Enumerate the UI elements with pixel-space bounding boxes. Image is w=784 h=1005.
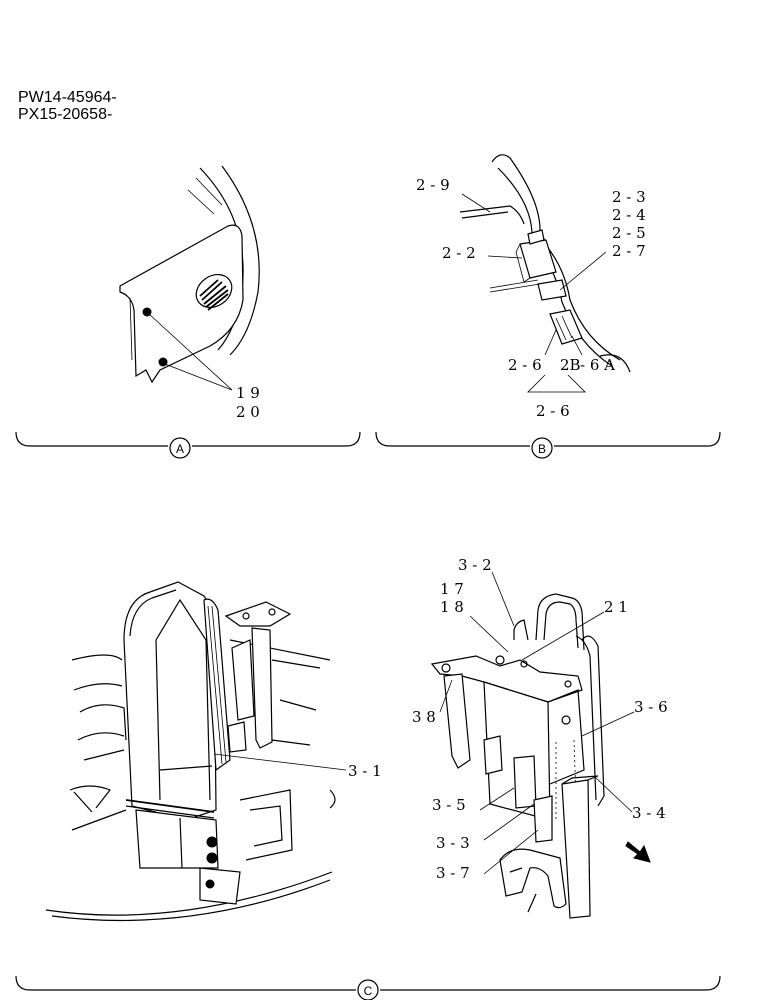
view-c-left-drawing bbox=[45, 581, 347, 922]
callout-c-3-2: 3 - 2 bbox=[458, 556, 492, 574]
serial-range-1: PW14-45964- bbox=[18, 89, 117, 106]
callout-b-2-5: 2 - 5 bbox=[612, 224, 646, 242]
callout-c-3-7: 3 - 7 bbox=[436, 864, 470, 882]
serial-range-2: PX15-20658- bbox=[18, 106, 112, 123]
view-b-marker bbox=[531, 437, 553, 459]
bolt-icon bbox=[206, 852, 218, 864]
view-a-marker bbox=[169, 437, 191, 459]
callout-c-17: 1 7 bbox=[440, 580, 464, 598]
fuse-holder bbox=[549, 309, 583, 345]
view-c-bracket bbox=[15, 975, 721, 991]
callout-c-3-1: 3 - 1 bbox=[348, 762, 382, 780]
callout-a-19: 1 9 bbox=[236, 384, 260, 402]
view-a-bracket bbox=[15, 431, 361, 447]
callout-c-3-3: 3 - 3 bbox=[436, 834, 470, 852]
view-c-right-drawing bbox=[430, 571, 651, 919]
view-c-label: C bbox=[364, 984, 373, 998]
callout-c-38: 3 8 bbox=[412, 708, 436, 726]
direction-arrow-icon bbox=[625, 841, 651, 863]
vent-grille bbox=[195, 273, 233, 311]
view-b-label: B bbox=[538, 442, 546, 456]
view-a-drawing bbox=[119, 165, 260, 391]
callout-c-3-5: 3 - 5 bbox=[432, 796, 466, 814]
callout-b-2-3: 2 - 3 bbox=[612, 188, 646, 206]
view-a-label: A bbox=[176, 442, 184, 456]
callout-c-21: 2 1 bbox=[604, 598, 628, 616]
callout-b-2-6-left: 2 - 6 bbox=[508, 356, 542, 374]
callout-c-3-4: 3 - 4 bbox=[632, 804, 666, 822]
callout-b-6a: - 6 A bbox=[580, 356, 615, 374]
callout-c-18: 1 8 bbox=[440, 598, 464, 616]
connector-block bbox=[519, 239, 557, 279]
bolt-icon bbox=[158, 357, 168, 367]
view-b-bracket bbox=[375, 431, 721, 447]
callout-b-2-7: 2 - 7 bbox=[612, 242, 646, 260]
callout-b-2b: 2B bbox=[560, 356, 581, 374]
callout-b-2-9: 2 - 9 bbox=[416, 176, 450, 194]
callout-b-2-6: 2 - 6 bbox=[536, 402, 570, 420]
callout-c-3-6: 3 - 6 bbox=[634, 698, 668, 716]
callout-b-2-4: 2 - 4 bbox=[612, 206, 646, 224]
callout-b-2-2: 2 - 2 bbox=[442, 244, 476, 262]
callout-a-20: 2 0 bbox=[236, 403, 260, 421]
view-b-drawing bbox=[459, 154, 631, 393]
bolt-icon bbox=[206, 836, 218, 848]
bolt-icon bbox=[205, 879, 215, 889]
